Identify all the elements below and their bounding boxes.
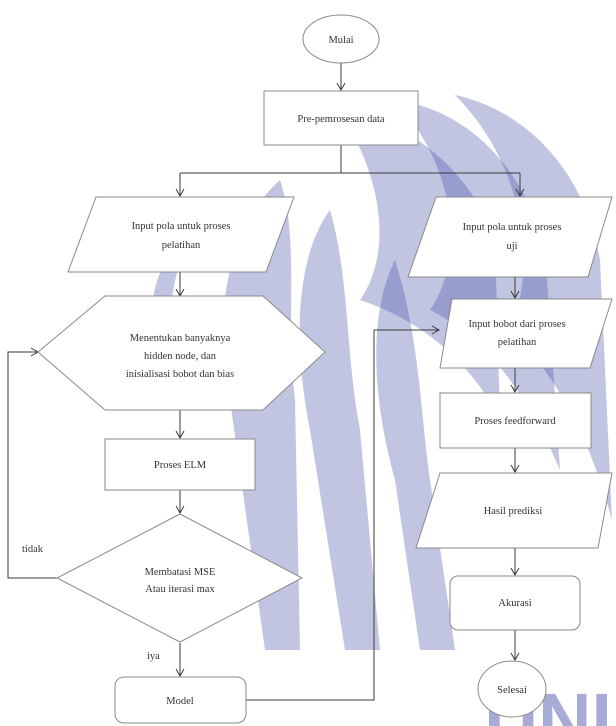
arrowhead xyxy=(336,82,346,92)
node-input-test: Input pola untuk proses uji xyxy=(407,196,613,278)
node-model-label: Model xyxy=(166,696,193,707)
node-preprocess-label: Pre-pemrosesan data xyxy=(297,114,385,125)
node-input-train-line1: Input pola untuk proses xyxy=(132,221,231,232)
node-feedforward-label: Proses feedforward xyxy=(474,416,556,427)
arrowhead xyxy=(510,652,520,662)
node-hidden-setup: Menentukan banyaknya hidden node, dan in… xyxy=(37,295,326,411)
node-hidden-setup-line3: inisialisasi bobot dan bias xyxy=(126,369,234,380)
arrowhead xyxy=(175,188,185,198)
node-start: Mulai xyxy=(302,14,380,64)
connectors xyxy=(7,63,525,701)
node-end-label: Selesai xyxy=(497,685,527,696)
node-decision-line1: Membatasi MSE xyxy=(145,567,216,578)
node-decision: Membatasi MSE Atau iterasi max xyxy=(55,513,304,643)
node-prediction: Hasil prediksi xyxy=(415,472,613,549)
node-input-weights-line2: pelatihan xyxy=(498,337,537,348)
arrowhead xyxy=(510,290,520,300)
node-model: Model xyxy=(114,676,247,724)
arrowhead xyxy=(431,325,441,335)
node-start-label: Mulai xyxy=(328,35,353,46)
arrowhead xyxy=(175,430,185,440)
node-hidden-setup-line1: Menentukan banyaknya xyxy=(130,333,231,344)
node-hidden-setup-line2: hidden node, dan xyxy=(144,351,217,362)
edge-label-yes: iya xyxy=(147,651,160,662)
node-elm-label: Proses ELM xyxy=(154,460,207,471)
node-decision-line2: Atau iterasi max xyxy=(145,584,215,595)
edge-model-inputweights xyxy=(246,329,439,701)
node-prediction-label: Hasil prediksi xyxy=(484,506,543,517)
node-input-weights-line1: Input bobot dari proses xyxy=(468,319,565,330)
arrowhead xyxy=(510,464,520,474)
arrowhead xyxy=(510,384,520,394)
arrowhead xyxy=(510,567,520,577)
node-accuracy: Akurasi xyxy=(449,575,581,631)
node-input-train: Input pola untuk proses pelatihan xyxy=(67,196,295,273)
node-input-train-line2: pelatihan xyxy=(162,240,201,251)
arrowhead xyxy=(175,668,185,678)
edge-label-no: tidak xyxy=(22,544,44,555)
node-end: Selesai xyxy=(477,660,547,718)
node-elm: Proses ELM xyxy=(104,438,256,491)
node-accuracy-label: Akurasi xyxy=(498,598,531,609)
arrowhead xyxy=(175,505,185,515)
node-preprocess: Pre-pemrosesan data xyxy=(263,90,419,146)
edge-decision-no-loop xyxy=(7,351,57,579)
node-feedforward: Proses feedforward xyxy=(439,392,592,449)
arrowhead xyxy=(515,188,525,198)
node-input-weights: Input bobot dari proses pelatihan xyxy=(439,298,613,369)
node-input-test-line1: Input pola untuk proses xyxy=(463,222,562,233)
node-input-test-line2: uji xyxy=(506,241,517,252)
